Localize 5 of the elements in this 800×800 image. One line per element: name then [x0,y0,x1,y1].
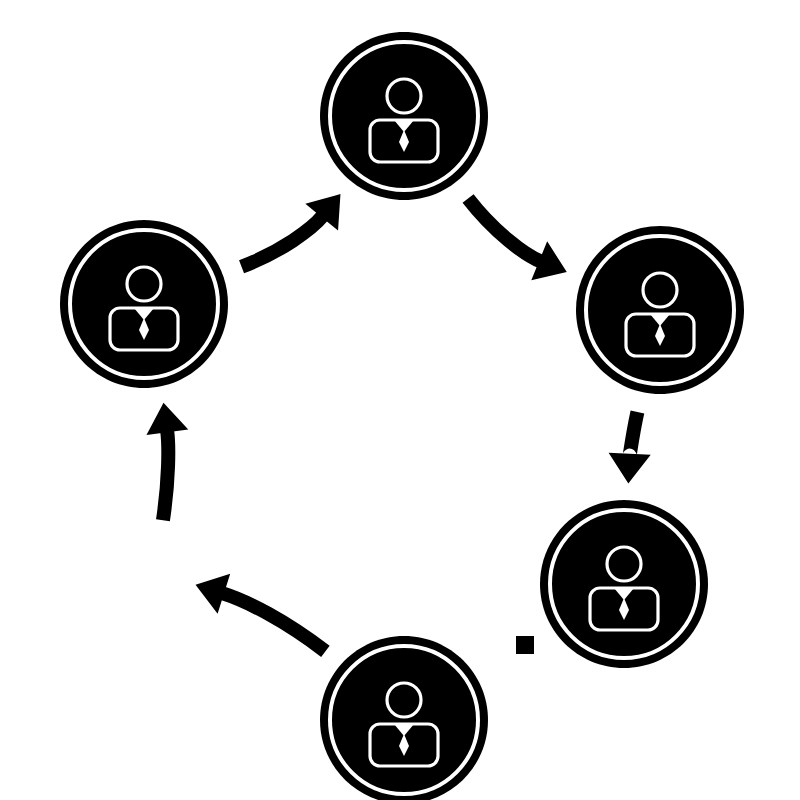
person-icon [576,226,744,394]
person-icon [60,220,228,388]
person-icon [320,32,488,200]
person-icon [320,636,488,800]
person-icon [540,500,708,668]
